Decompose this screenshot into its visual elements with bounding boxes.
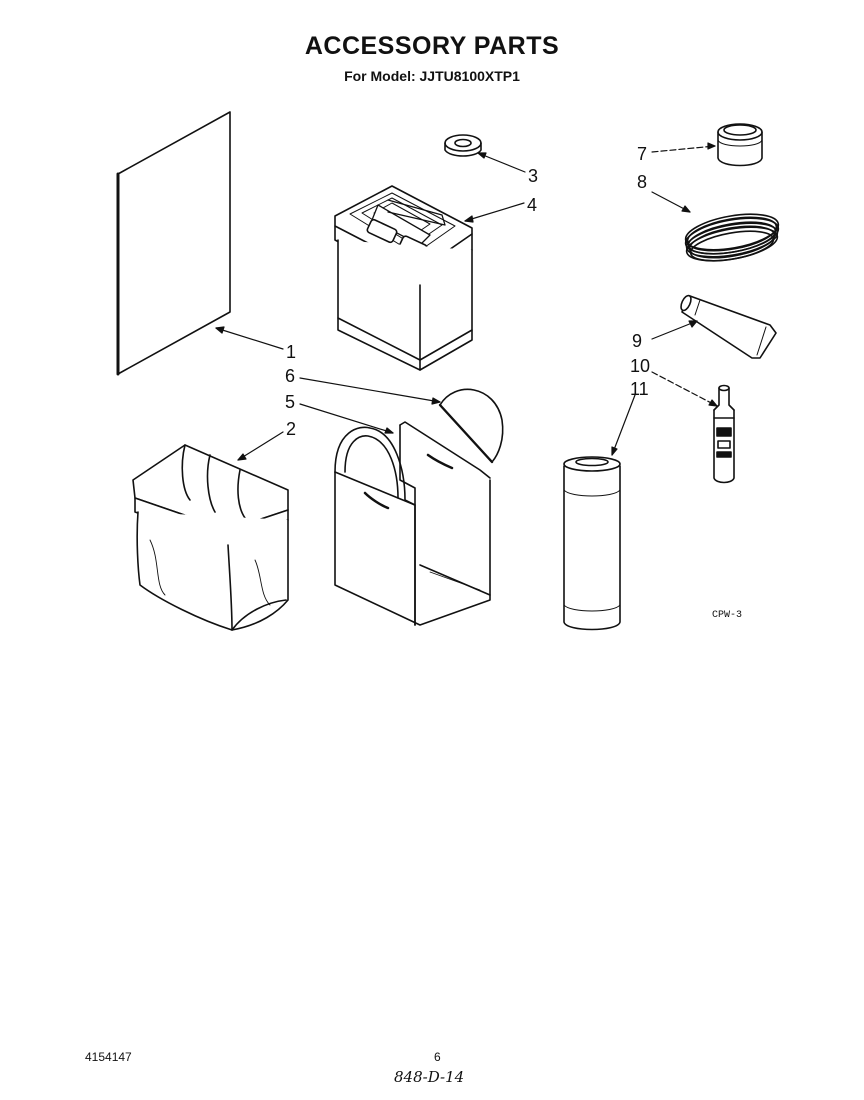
leader-line-5 (299, 403, 394, 434)
part-11-spray-can (563, 456, 621, 631)
part-3-cap (444, 134, 482, 157)
page-number: 6 (434, 1050, 441, 1064)
part-4-compactor-container (334, 185, 473, 371)
callout-6: 6 (285, 366, 295, 386)
part-6-half-disc (438, 388, 504, 464)
leader-line-10 (651, 371, 718, 407)
callout-4: 4 (527, 195, 537, 215)
part-9-tube (680, 294, 777, 359)
part-10-touch-up-bottle (713, 384, 735, 484)
callout-10: 10 (630, 356, 650, 376)
handwritten-note: 848-D-14 (394, 1068, 465, 1086)
part-2-trash-bag (132, 444, 289, 631)
leader-line-1 (215, 327, 284, 350)
callout-3: 3 (528, 166, 538, 186)
callout-5: 5 (285, 392, 295, 412)
callout-8: 8 (637, 172, 647, 192)
callout-11: 11 (630, 379, 649, 399)
leader-line-7 (651, 145, 716, 153)
leader-lines (215, 142, 718, 461)
model-subtitle: For Model: JJTU8100XTP1 (344, 68, 520, 84)
page-title: ACCESSORY PARTS (304, 32, 560, 60)
part-1-instruction-sheet (116, 111, 231, 376)
figure-code-label: CPW-3 (712, 610, 742, 621)
callout-1: 1 (286, 342, 296, 362)
part-5-bag-holder (334, 421, 491, 626)
callout-7: 7 (637, 144, 647, 164)
leader-line-3 (477, 152, 526, 173)
leader-line-11 (611, 394, 636, 456)
leader-line-4 (464, 202, 525, 222)
callout-9: 9 (632, 331, 642, 351)
leader-line-2 (237, 431, 284, 461)
callout-2: 2 (286, 419, 296, 439)
part-8-cord-coil (684, 213, 780, 262)
callout-numbers: 1 2 3 4 5 6 7 8 9 10 11 CPW-3 (285, 144, 742, 621)
leader-line-6 (299, 377, 441, 403)
document-number: 4154147 (85, 1050, 132, 1064)
part-7-jar (717, 123, 763, 167)
leader-line-9 (651, 320, 698, 340)
